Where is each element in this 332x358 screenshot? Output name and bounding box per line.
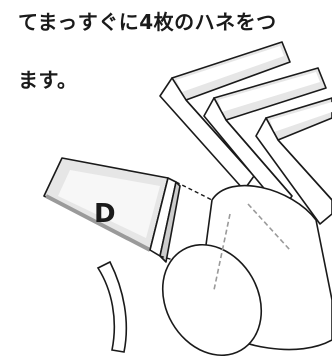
stacked-blade-3 [255, 97, 332, 225]
blade-stack [159, 41, 332, 225]
stacked-blade-2 [203, 67, 327, 211]
stacked-blade-1 [159, 41, 291, 191]
instruction-text-line-1: てまっすぐに4枚のハネをつ [18, 10, 277, 34]
instruction-text-line-2: ます。 [18, 68, 78, 92]
cup [161, 184, 332, 357]
curved-strip [96, 260, 128, 353]
blade-d: D [43, 157, 181, 263]
blade-label: D [94, 199, 116, 229]
